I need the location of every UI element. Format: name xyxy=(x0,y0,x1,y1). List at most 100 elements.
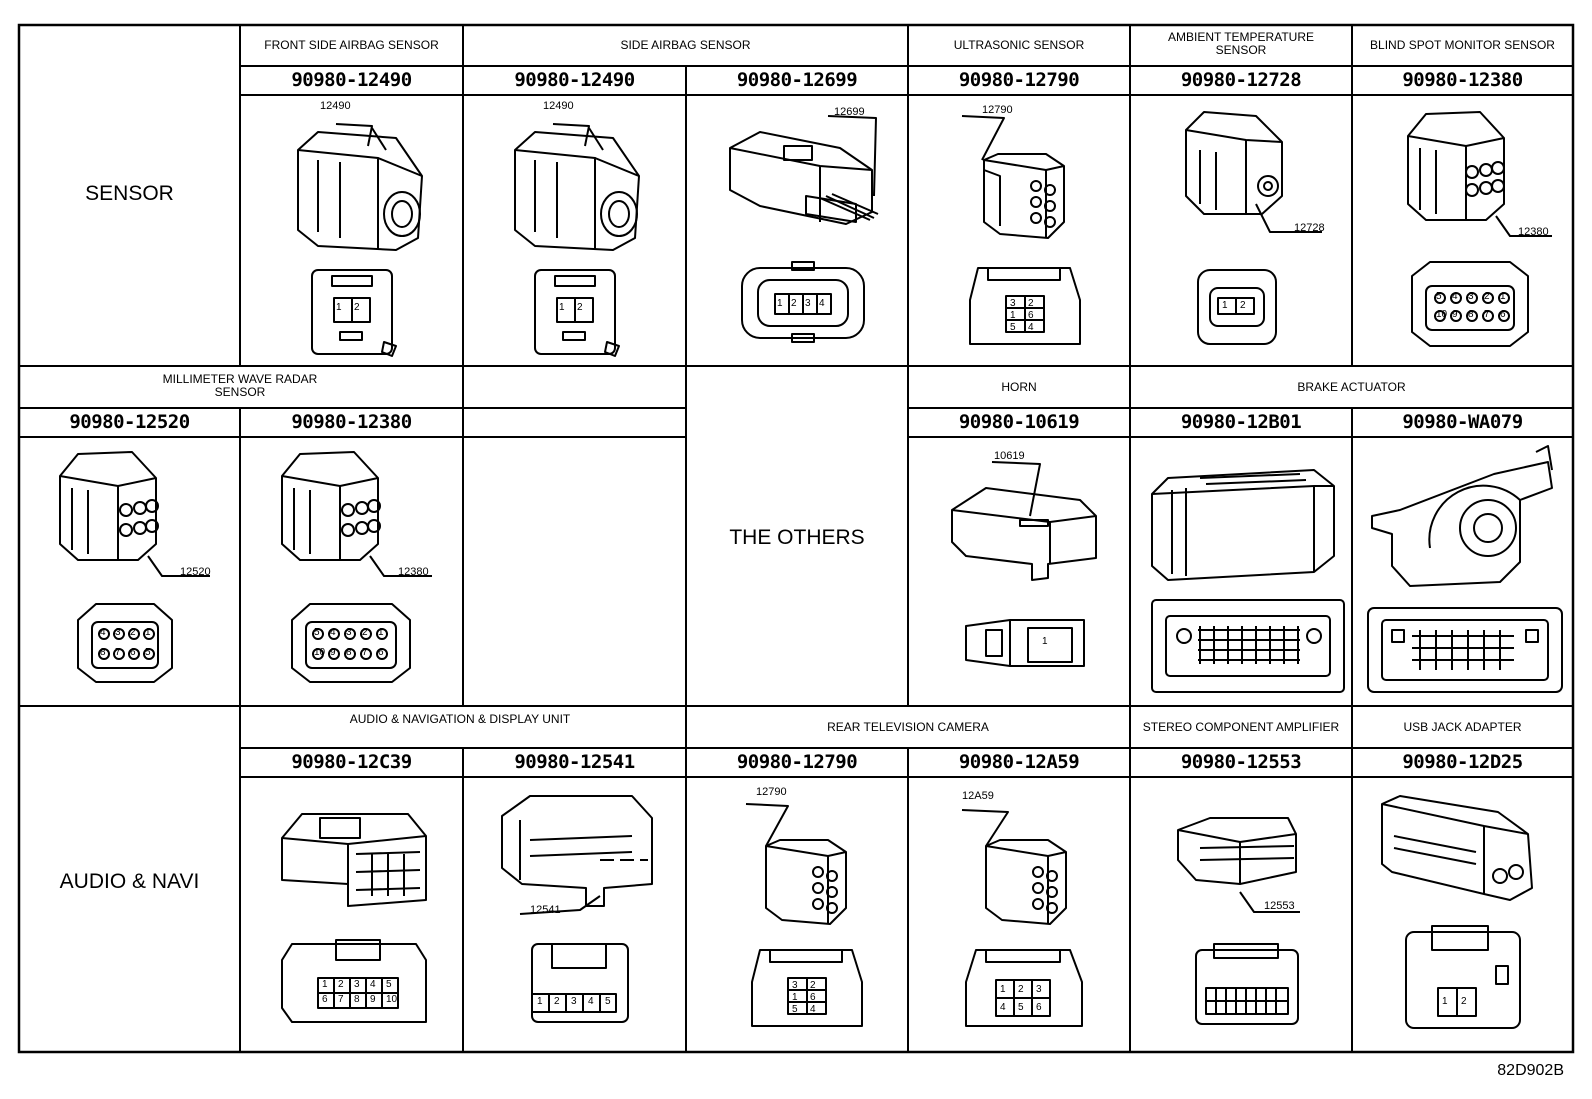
pin-number: 4 xyxy=(100,627,106,638)
pin-number: 5 xyxy=(1010,322,1016,333)
group-label-others: THE OTHERS xyxy=(729,526,865,549)
header-ambient-temp: AMBIENT TEMPERATURE SENSOR xyxy=(1167,30,1315,57)
figure-id: 82D902B xyxy=(1497,1062,1564,1079)
pin-number: 2 xyxy=(810,980,816,991)
part-number-r2c7: 90980-WA079 xyxy=(1402,411,1523,433)
pin-number: 4 xyxy=(370,979,376,990)
pin-number: 1 xyxy=(336,302,342,313)
pin-number: 6 xyxy=(810,992,816,1003)
connector-drawing-r1c4 xyxy=(961,115,1081,345)
part-number-r2c5: 90980-10619 xyxy=(958,411,1080,433)
pin-number: 1 xyxy=(559,302,565,313)
part-number-r2c1: 90980-12520 xyxy=(69,411,190,433)
pin-number: 6 xyxy=(130,647,136,658)
part-number-r1c5: 90980-12728 xyxy=(1180,69,1302,91)
connector-drawing-r1c5 xyxy=(1185,111,1322,345)
pin-number: 4 xyxy=(1452,291,1458,302)
part-number-r1c3: 90980-12699 xyxy=(736,69,858,91)
callout-r2c1: 12520 xyxy=(180,566,211,578)
group-label-sensor: SENSOR xyxy=(85,182,174,205)
connector-drawing-r3c4 xyxy=(745,803,863,1027)
connector-drawing-r2c6 xyxy=(1151,469,1345,693)
pin-number: 10 xyxy=(314,647,326,658)
pin-number: 2 xyxy=(791,298,797,309)
pin-number: 2 xyxy=(354,302,360,313)
pin-number: 2 xyxy=(577,302,583,313)
pin-number: 1 xyxy=(777,298,783,309)
pin-number: 2 xyxy=(554,996,560,1007)
pin-number: 9 xyxy=(1452,309,1458,320)
pin-number: 5 xyxy=(792,1004,798,1015)
header-audio-nav-display: AUDIO & NAVIGATION & DISPLAY UNIT xyxy=(349,712,571,726)
header-ultrasonic: ULTRASONIC SENSOR xyxy=(953,38,1085,52)
pin-number: 2 xyxy=(1018,984,1024,995)
pin-number: 9 xyxy=(370,994,376,1005)
header-usb-jack: USB JACK ADAPTER xyxy=(1403,720,1522,734)
pin-number: 5 xyxy=(314,627,320,638)
callout-r1c6: 12380 xyxy=(1518,226,1549,238)
part-number-r1c1: 90980-12490 xyxy=(291,69,412,91)
callout-r3c6: 12553 xyxy=(1264,900,1295,912)
pin-number: 5 xyxy=(386,979,392,990)
callout-r1c3: 12699 xyxy=(834,106,865,118)
pin-number: 5 xyxy=(1018,1002,1024,1013)
pin-number: 1 xyxy=(537,996,543,1007)
connector-drawing-r1c2 xyxy=(514,123,640,357)
connector-drawing-r2c1 xyxy=(59,451,210,683)
pin-number: 3 xyxy=(115,627,121,638)
pin-number: 3 xyxy=(1010,298,1016,309)
pin-number: 3 xyxy=(805,298,811,309)
pin-number: 7 xyxy=(362,647,368,658)
callout-r2c5: 10619 xyxy=(994,450,1025,462)
pin-number: 1 xyxy=(378,627,384,638)
callout-r3c5: 12A59 xyxy=(962,790,994,802)
pin-number: 6 xyxy=(1500,309,1506,320)
connector-drawing-r1c1 xyxy=(297,123,423,357)
pin-number: 4 xyxy=(1028,322,1034,333)
pin-number: 1 xyxy=(322,979,328,990)
pin-number: 1 xyxy=(1442,996,1448,1007)
part-number-r3c5: 90980-12A59 xyxy=(958,751,1080,773)
pin-number: 4 xyxy=(330,627,336,638)
part-number-r3c4: 90980-12790 xyxy=(736,751,858,773)
header-side-airbag: SIDE AIRBAG SENSOR xyxy=(620,38,751,52)
pin-number: 8 xyxy=(354,994,360,1005)
pin-number: 1 xyxy=(1500,291,1506,302)
pin-number: 7 xyxy=(338,994,344,1005)
pin-number: 8 xyxy=(1468,309,1474,320)
part-number-r2c6: 90980-12B01 xyxy=(1180,411,1302,433)
pin-number: 2 xyxy=(362,627,368,638)
connector-drawing-r2c7 xyxy=(1367,445,1563,693)
pin-number: 8 xyxy=(346,647,352,658)
pin-number: 2 xyxy=(1028,298,1034,309)
pin-number: 4 xyxy=(819,298,825,309)
part-number-r3c2: 90980-12C39 xyxy=(291,751,412,773)
callout-r1c4: 12790 xyxy=(982,104,1013,116)
connector-drawing-r2c2 xyxy=(281,451,432,683)
header-stereo-amp: STEREO COMPONENT AMPLIFIER xyxy=(1142,720,1340,734)
pin-number: 10 xyxy=(1436,309,1448,320)
connector-drawing-r3c2 xyxy=(281,813,427,1023)
pin-number: 4 xyxy=(588,996,594,1007)
part-number-r1c2: 90980-12490 xyxy=(514,69,635,91)
header-rear-tv-camera: REAR TELEVISION CAMERA xyxy=(827,720,989,734)
pin-number: 3 xyxy=(792,980,798,991)
part-number-r3c3: 90980-12541 xyxy=(514,751,635,773)
header-front-side-airbag: FRONT SIDE AIRBAG SENSOR xyxy=(264,38,439,52)
part-number-r1c4: 90980-12790 xyxy=(958,69,1080,91)
pin-number: 2 xyxy=(130,627,136,638)
pin-number: 3 xyxy=(571,996,577,1007)
pin-number: 5 xyxy=(605,996,611,1007)
pin-number: 2 xyxy=(1461,996,1467,1007)
pin-number: 5 xyxy=(145,647,151,658)
pin-number: 1 xyxy=(1000,984,1006,995)
header-horn: HORN xyxy=(1001,380,1037,394)
pin-number: 4 xyxy=(1000,1002,1006,1013)
connector-drawing-r1c6 xyxy=(1407,111,1552,347)
pin-number: 4 xyxy=(810,1004,816,1015)
connector-drawing-r1c3 xyxy=(729,115,879,343)
callout-r3c4: 12790 xyxy=(756,786,787,798)
pin-number: 3 xyxy=(354,979,360,990)
pin-number: 3 xyxy=(346,627,352,638)
